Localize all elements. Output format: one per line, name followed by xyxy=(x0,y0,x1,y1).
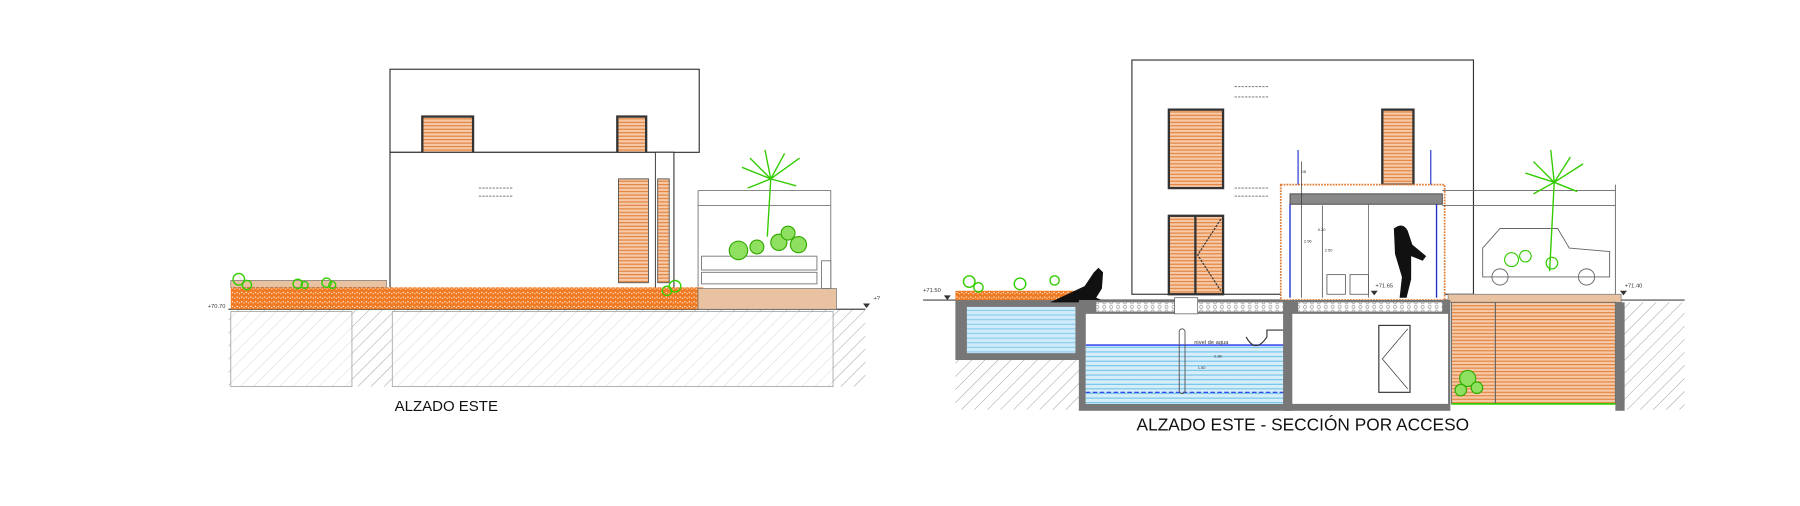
floor-cells xyxy=(1096,302,1177,312)
small-plants xyxy=(962,275,1060,293)
floor-cells xyxy=(1298,302,1443,312)
floor-cells xyxy=(1190,302,1284,312)
gravel-band xyxy=(955,290,1094,301)
palm-tree xyxy=(741,149,801,237)
raised-bed xyxy=(230,280,387,288)
level-label-right: +? xyxy=(873,296,880,302)
shrub xyxy=(1454,369,1484,397)
utility-door xyxy=(1378,324,1411,393)
roof-slab xyxy=(1289,193,1443,205)
person-standing-silhouette xyxy=(1393,225,1427,298)
terrace-slab xyxy=(1447,293,1622,303)
window xyxy=(421,115,475,155)
earth-hatch xyxy=(1615,302,1685,410)
earth-hatch xyxy=(955,357,1083,410)
level-marker-icon xyxy=(1620,290,1627,296)
dim-height: 2.96 xyxy=(1304,238,1313,243)
dim-water: 1.50 xyxy=(1198,365,1207,370)
car-shrubs xyxy=(1504,249,1559,270)
foundation-outline xyxy=(230,311,353,388)
louvered-window xyxy=(657,178,670,284)
shaft-opening xyxy=(1174,297,1199,315)
alzado-este-seccion: .08 2.96 0.20 2.50 +71.65 xyxy=(923,59,1685,434)
dim-top: .08 xyxy=(1300,169,1306,174)
window xyxy=(1167,108,1225,190)
drawing-title: ALZADO ESTE - SECCIÓN POR ACCESO xyxy=(1137,414,1470,434)
dim-clear: 2.50 xyxy=(1325,248,1334,253)
basement-outline xyxy=(391,311,834,388)
drawing-title: ALZADO ESTE xyxy=(395,398,498,415)
level-label-ground: +70.70 xyxy=(208,304,226,310)
terrace-pergola xyxy=(697,189,832,289)
carport xyxy=(1442,184,1616,295)
palm-tree xyxy=(1525,149,1584,272)
level-label-right: +71.40 xyxy=(1625,283,1643,289)
dim-slab: 0.20 xyxy=(1318,227,1327,232)
window xyxy=(1381,108,1415,186)
level-marker-icon xyxy=(943,295,951,301)
terrace-slab xyxy=(697,288,837,310)
level-marker-icon xyxy=(863,303,870,309)
small-plants xyxy=(232,272,682,297)
louvered-window xyxy=(618,178,649,284)
alzado-este: +70.70 +? ALZADO ESTE xyxy=(208,68,880,415)
dim-cistern: 2.38 xyxy=(1214,354,1223,359)
level-marker-icon xyxy=(1370,290,1378,296)
window xyxy=(616,115,648,155)
person-reclining-silhouette xyxy=(1050,267,1108,303)
pump-pipe xyxy=(1245,329,1302,347)
cistern-water xyxy=(1085,345,1287,404)
utility-room xyxy=(1292,313,1449,404)
level-label-interior: +71.65 xyxy=(1375,283,1393,289)
level-label-left: +71.50 xyxy=(923,288,941,294)
shrubs xyxy=(728,225,808,261)
car-outline xyxy=(1482,228,1611,278)
water-level-label: nivel de agua xyxy=(1194,340,1229,346)
gravel-band xyxy=(230,287,704,310)
